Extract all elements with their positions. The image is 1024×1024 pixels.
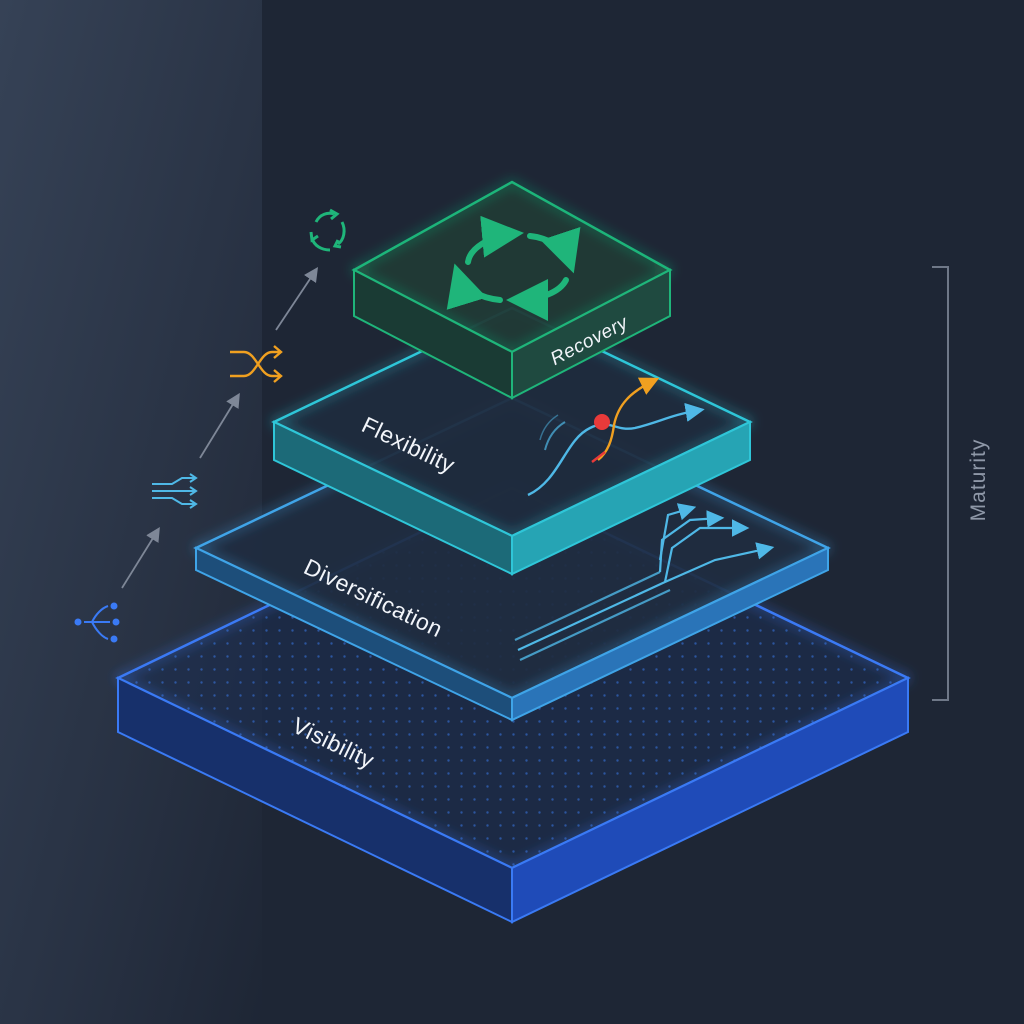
- tier-flexibility: Flexibility: [271, 306, 753, 576]
- maturity-label: Maturity: [967, 439, 990, 522]
- cycle-arrows-icon: [309, 208, 346, 252]
- parallel-arrows-icon: [152, 473, 198, 509]
- maturity-bracket: [932, 266, 949, 701]
- flexibility-graphic: [527, 377, 705, 497]
- background-panel: [0, 0, 262, 1024]
- shuffle-icon: [230, 345, 283, 383]
- progression-icons: [74, 208, 346, 643]
- diversification-graphic: [514, 503, 775, 661]
- maturity-axis: Maturity: [932, 266, 990, 701]
- progress-arrow: [121, 526, 160, 589]
- disruption-point-icon: [594, 414, 610, 430]
- hierarchy-nodes-icon: [74, 602, 120, 643]
- progress-arrow: [275, 267, 318, 331]
- tier-recovery: Recovery: [351, 180, 673, 400]
- recovery-cycle-icon: [446, 215, 581, 321]
- progress-arrow: [199, 392, 240, 459]
